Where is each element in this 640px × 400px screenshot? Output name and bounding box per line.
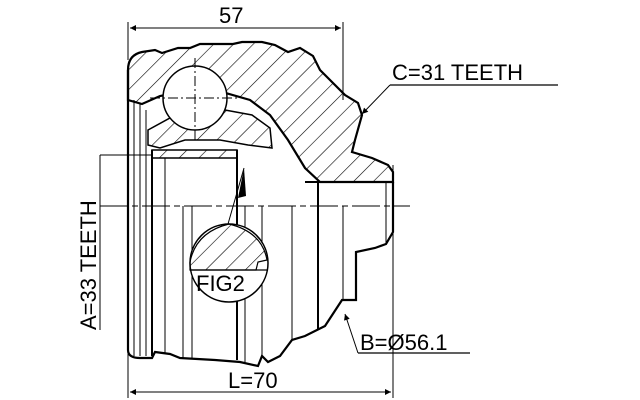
fig2-detail (189, 167, 269, 303)
callout-a-label: A=33 TEETH (76, 200, 101, 330)
housing-section (126, 40, 395, 184)
dimension-57-label: 57 (219, 3, 244, 28)
leader-b (344, 313, 470, 354)
leader-a (99, 154, 152, 330)
callout-c-label: C=31 TEETH (392, 60, 524, 85)
leader-c (361, 84, 558, 115)
dimension-length-label: L=70 (228, 368, 278, 393)
callout-b-label: B=Ø56.1 (360, 330, 448, 355)
dimension-57 (127, 22, 344, 100)
fig2-label: FIG2 (196, 271, 245, 296)
